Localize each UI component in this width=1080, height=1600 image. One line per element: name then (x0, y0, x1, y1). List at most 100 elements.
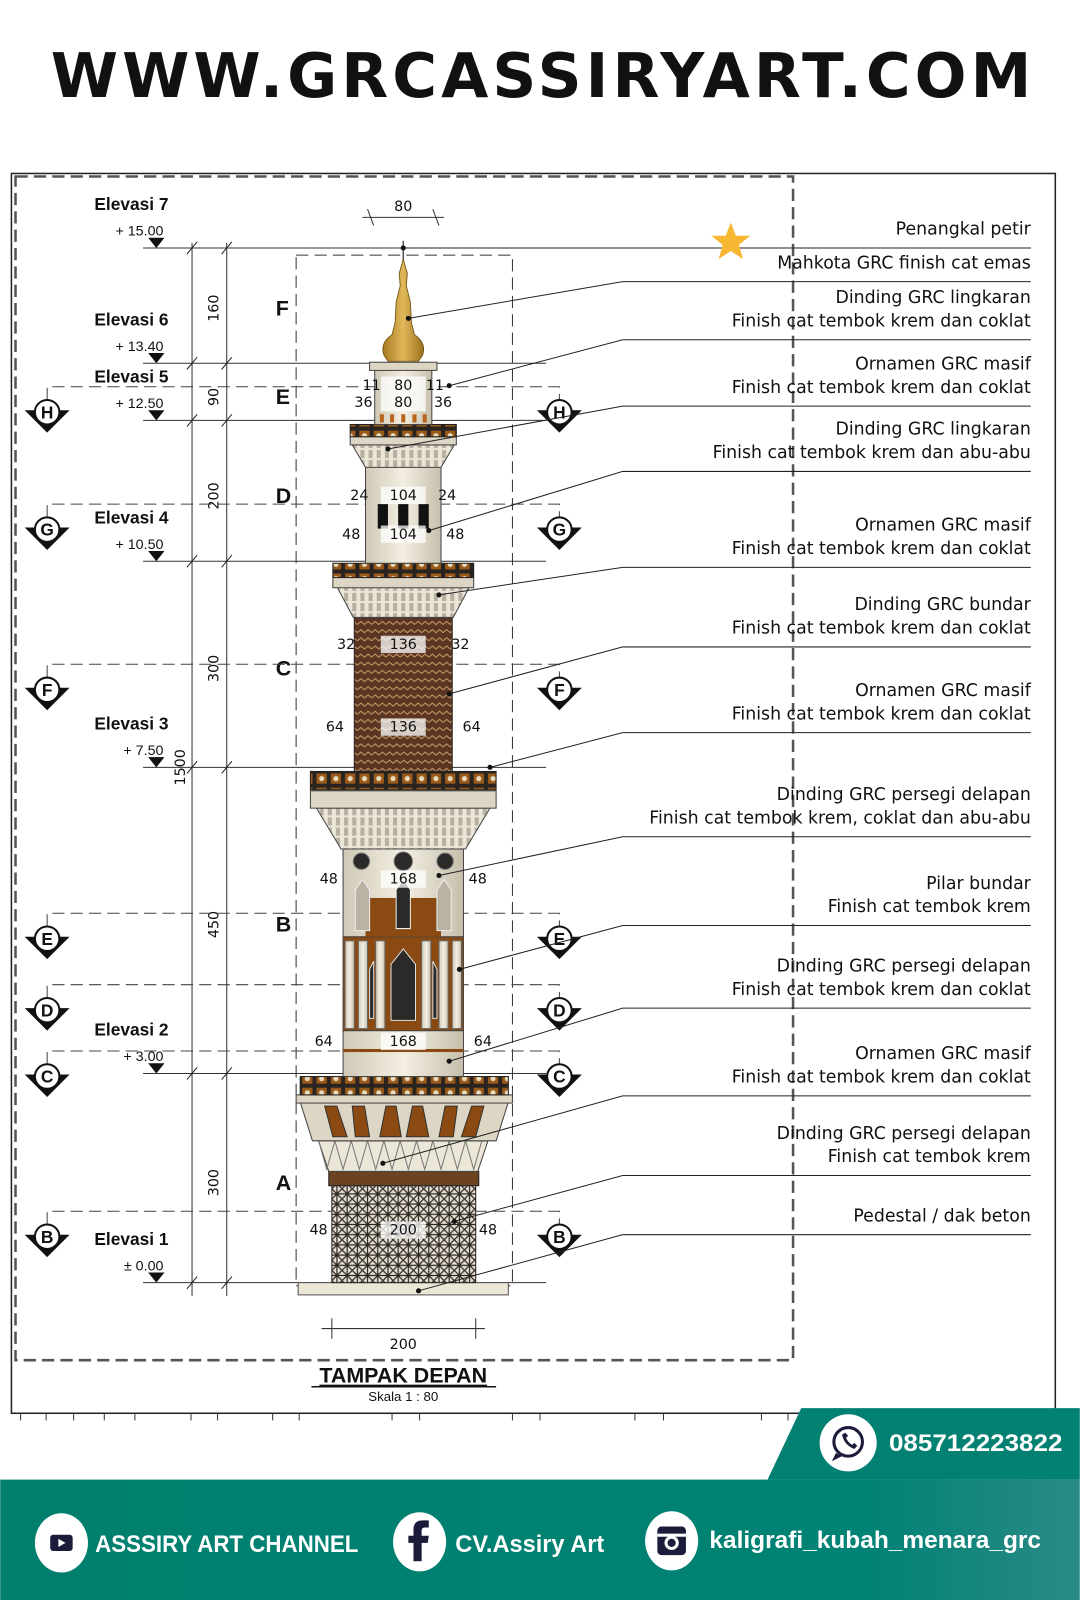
width-dim-value: 200 (390, 1223, 417, 1239)
leader-line (382, 1095, 1031, 1164)
width-dim-value: 80 (394, 395, 412, 411)
grid-bubble (33, 398, 61, 426)
grid-bubble-label-right: D (553, 1000, 566, 1020)
star-icon (711, 222, 751, 260)
section-letter: C (276, 657, 291, 681)
callout-finish: Finish cat tembok krem dan coklat (732, 980, 1031, 1000)
dim-label-bg (380, 1032, 426, 1050)
width-dim-value: 36 (354, 395, 372, 411)
section-letter: D (276, 484, 291, 508)
width-dim-value: 48 (342, 527, 360, 543)
facebook-link[interactable]: CV.Assiry Art (393, 1512, 604, 1572)
grid-bubble-label-left: F (42, 680, 53, 700)
dim-label-bg (380, 376, 426, 394)
width-dim-value: 64 (326, 720, 344, 736)
youtube-channel-name: ASSSIRY ART CHANNEL (95, 1531, 358, 1558)
callout-title: Dinding GRC lingkaran (835, 288, 1030, 308)
instagram-link[interactable]: kaligrafi_kubah_menara_grc (645, 1511, 1041, 1571)
leader-line (438, 836, 1031, 877)
whatsapp-icon (831, 1426, 864, 1462)
base-width-dim: 200 (321, 1318, 485, 1353)
elevation-marker-icon (148, 1272, 165, 1283)
elevation-value: + 3.00 (123, 1049, 163, 1065)
width-dim-value: 48 (479, 1223, 497, 1239)
leader-arrow-icon (380, 1160, 386, 1166)
top-width-value: 80 (394, 199, 412, 215)
elevation-marker-icon (148, 410, 165, 421)
callout-finish: Finish cat tembok krem dan coklat (732, 619, 1031, 639)
dim-tick (186, 554, 198, 568)
width-dim-value: 11 (363, 378, 381, 394)
width-dim-value: 136 (390, 637, 417, 653)
section-height-dim: 160 (207, 295, 223, 322)
width-dim-value: 48 (320, 872, 338, 888)
width-dim-value: 32 (337, 637, 355, 653)
bottom-ruler (20, 1413, 789, 1421)
leader-arrow-icon (405, 315, 411, 321)
grid-bubble-label-left: B (41, 1227, 54, 1247)
instagram-handle: kaligrafi_kubah_menara_grc (709, 1527, 1041, 1554)
section-height-dim: 200 (207, 482, 223, 509)
instagram-icon (657, 1526, 686, 1556)
grid-line (46, 663, 560, 678)
dim-label-bg (380, 486, 426, 505)
grid-bubble (33, 925, 61, 953)
width-dim-value: 64 (463, 720, 481, 736)
width-dim-value: 104 (390, 527, 417, 543)
youtube-icon (50, 1534, 73, 1552)
width-dim-value: 32 (451, 637, 469, 653)
grid-bubble-label-right: C (553, 1067, 566, 1087)
section-height-dim: 300 (207, 1169, 223, 1196)
leader-line (449, 339, 1031, 387)
youtube-link[interactable]: ASSSIRY ART CHANNEL (34, 1513, 359, 1573)
elevation-name: Elevasi 2 (94, 1020, 168, 1040)
elevation-name: Elevasi 1 (94, 1229, 169, 1249)
dim-label-bg (380, 393, 426, 412)
leader-arrow-icon (400, 245, 406, 251)
section-height-dim: 300 (207, 655, 223, 682)
elevation-name: Elevasi 5 (94, 367, 169, 387)
top-width-dim: 80 (362, 199, 445, 226)
grid-bubble-label-left: H (41, 402, 54, 422)
elevation-value: + 13.40 (115, 339, 163, 355)
leader-arrow-icon (436, 872, 442, 879)
ornament-band-b (309, 770, 497, 791)
callout: Penangkal petir (400, 220, 1032, 251)
grid-bubble-label-right: B (553, 1227, 566, 1247)
dim-label-bg (380, 525, 426, 543)
callout-finish: Finish cat tembok krem (828, 1147, 1031, 1167)
width-dim-value: 168 (390, 872, 417, 888)
dim-label-bg (380, 870, 426, 888)
section-height-dim: 90 (207, 388, 223, 406)
dim-tick (186, 1067, 198, 1080)
elevation-marker-icon (148, 1063, 165, 1074)
width-dim-value: 136 (390, 720, 417, 736)
width-dim-value: 80 (394, 378, 412, 394)
dim-tick (221, 356, 233, 370)
leader-arrow-icon (446, 691, 452, 697)
drawing-scale: Skala 1 : 80 (368, 1389, 438, 1404)
social-band (0, 1479, 1080, 1600)
section-height-dim: 450 (207, 911, 223, 938)
callout-title: Ornamen GRC masif (855, 354, 1032, 374)
section-letter: E (276, 385, 290, 409)
whatsapp-contact[interactable]: 085712223822 (819, 1414, 1063, 1472)
leader-arrow-icon (385, 446, 391, 452)
leader-line (408, 281, 1031, 319)
leader-arrow-icon (451, 1218, 457, 1224)
leader-arrow-icon (487, 764, 493, 770)
grid-line (46, 1050, 560, 1065)
dim-label-bg (380, 1221, 426, 1239)
callout-title: Ornamen GRC masif (855, 516, 1032, 536)
leader-line (459, 925, 1031, 970)
dim-tick (186, 356, 198, 370)
width-dim-value: 48 (309, 1223, 327, 1239)
callout-title: Dinding GRC persegi delapan (777, 956, 1031, 976)
elevation-value: + 12.50 (115, 396, 163, 412)
